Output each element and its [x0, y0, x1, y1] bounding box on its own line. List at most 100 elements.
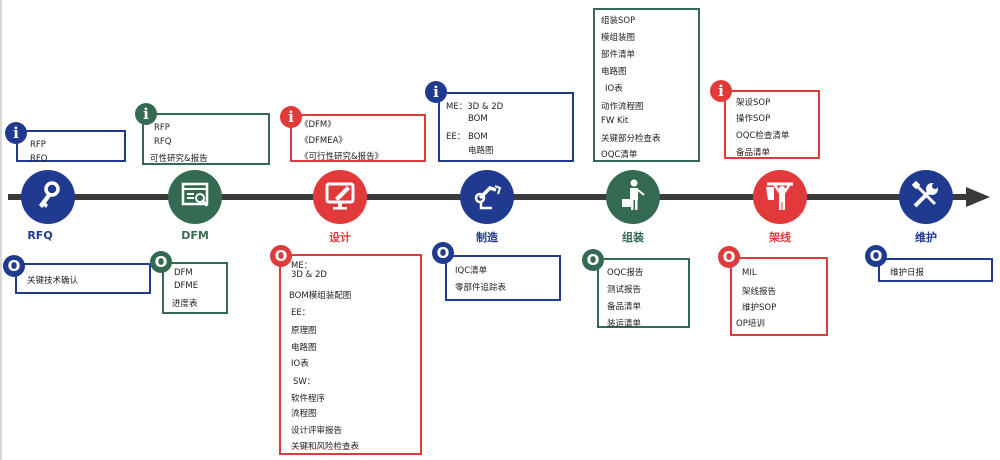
output-item: 测试报告	[607, 285, 642, 295]
install-input-box: 架设SOP 操作SOP OQC检查清单备品清单	[724, 90, 820, 159]
input-item: FW Kit	[601, 116, 629, 126]
output-item: SW：	[293, 377, 316, 387]
manufacture-input-box: ME：3D & 2D BOM EE： BOM 电路图	[438, 92, 574, 162]
worker-toolbox-icon	[616, 178, 650, 216]
stage-node-install[interactable]	[753, 170, 807, 224]
output-item: DFM	[174, 268, 193, 278]
stage-node-rfq[interactable]	[21, 170, 75, 224]
stage-label-design: 设计	[329, 231, 351, 244]
manufacture-output-box: IQC清单零部件追踪表	[445, 255, 561, 301]
input-item: 可性研究&报告	[150, 154, 208, 164]
input-item: BOM	[468, 114, 488, 124]
input-item: ME：3D & 2D	[446, 102, 504, 112]
input-item: RFQ	[154, 137, 172, 147]
stage-node-manufacture[interactable]	[460, 170, 514, 224]
output-item: EE：	[291, 308, 311, 318]
left-edge	[0, 0, 2, 460]
output-item: IO表	[291, 359, 309, 369]
output-badge-icon: O	[270, 245, 292, 267]
info-badge-icon: i	[135, 103, 157, 125]
input-item: OQC清单	[601, 150, 638, 160]
output-item: 3D & 2D	[291, 270, 327, 280]
maintain-output-box: 维护日报	[878, 258, 993, 282]
output-badge-icon: O	[150, 251, 172, 273]
output-item: 流程图	[291, 409, 317, 419]
dfm-output-box: DFM DFME 进度表	[162, 262, 228, 314]
output-item: MIL	[742, 268, 757, 278]
design-input-box: 《DFM》《DFMEA》《可行性研究&报告》	[290, 114, 426, 162]
output-item: 维护日报	[890, 268, 925, 278]
output-item: 装运清单	[607, 319, 642, 329]
input-item: 动作流程图	[601, 102, 644, 112]
input-item: 操作SOP	[736, 114, 771, 124]
stage-label-manufacture: 制造	[476, 231, 498, 244]
input-item: IO表	[605, 84, 623, 94]
output-item: OQC报告	[607, 268, 644, 278]
info-badge-icon: i	[280, 106, 302, 128]
output-item: OP培训	[736, 319, 765, 329]
output-badge-icon: O	[865, 245, 887, 267]
key-icon	[31, 178, 65, 216]
output-item: 维护SOP	[742, 303, 777, 313]
input-item: 《DFM》	[300, 120, 336, 130]
input-item: RFP	[30, 140, 46, 150]
dfm-input-box: RFP RFQ 可性研究&报告	[142, 113, 270, 165]
info-badge-icon: i	[425, 81, 447, 103]
output-item: 原理图	[291, 326, 317, 336]
input-item: 模组装图	[601, 33, 636, 43]
output-item: BOM模组装配图	[289, 291, 352, 301]
info-badge-icon: i	[710, 80, 732, 102]
output-item: DFME	[174, 281, 199, 291]
monitor-pen-icon	[323, 178, 357, 216]
wrench-screwdriver-icon	[909, 178, 943, 216]
input-item: 关键部分检查表	[601, 134, 661, 144]
browser-search-icon	[178, 178, 212, 216]
output-item: 关键技术确认	[27, 276, 79, 286]
input-item: 部件清单	[601, 50, 636, 60]
output-item: 零部件追踪表	[455, 283, 507, 293]
input-item: OQC检查清单	[736, 131, 790, 141]
design-output-box: ME：3D & 2D BOM模组装配图 EE： 原理图电路图 IO表 SW： 软件程序流程图…	[279, 254, 422, 455]
timeline-arrowhead	[966, 187, 990, 207]
assembly-input-box: 组装SOP 模组装图部件清单电路图 IO表动作流程图 FW Kit 关键部分检查表 OQC…	[593, 8, 700, 162]
input-item: 电路图	[468, 146, 494, 156]
stage-label-dfm: DFM	[181, 229, 209, 242]
input-item: RFP	[154, 123, 170, 133]
output-item: 进度表	[172, 299, 198, 309]
rfq-output-box: 关键技术确认	[15, 263, 151, 294]
output-item: ME：	[291, 261, 313, 271]
stage-node-assembly[interactable]	[606, 170, 660, 224]
output-item: 备品清单	[607, 302, 642, 312]
stage-node-maintain[interactable]	[899, 170, 953, 224]
rfq-input-box: RFP RFQ	[16, 130, 126, 164]
output-item: 架线报告	[742, 287, 777, 297]
input-item: 组装SOP	[601, 16, 636, 26]
robot-arm-icon	[470, 178, 504, 216]
output-item: 关键和风险检查表	[291, 442, 360, 452]
output-badge-icon: O	[432, 242, 454, 264]
output-item: 电路图	[291, 343, 317, 353]
output-item: 设计评审报告	[291, 426, 343, 436]
person-lifting-icon	[763, 178, 797, 216]
output-item: 软件程序	[291, 394, 326, 404]
input-item: 备品清单	[736, 148, 771, 158]
install-output-box: MIL 架线报告维护SOP OP培训	[730, 257, 828, 336]
stage-label-maintain: 维护	[915, 231, 937, 244]
stage-label-install: 架线	[769, 231, 791, 244]
output-item: IQC清单	[455, 266, 488, 276]
stage-node-design[interactable]	[313, 170, 367, 224]
assembly-output-box: OQC报告测试报告备品清单装运清单	[597, 258, 690, 329]
input-item: 电路图	[601, 67, 627, 77]
input-item: EE： BOM	[446, 132, 488, 142]
input-item: 《DFMEA》	[300, 136, 347, 146]
input-item: RFQ	[30, 154, 48, 164]
stage-label-assembly: 组装	[622, 231, 644, 244]
info-badge-icon: i	[5, 122, 27, 144]
input-item: 架设SOP	[736, 98, 771, 108]
input-item: 《可行性研究&报告》	[300, 152, 384, 162]
stage-label-rfq: RFQ	[27, 229, 53, 242]
output-badge-icon: O	[718, 246, 740, 268]
stage-node-dfm[interactable]	[168, 170, 222, 224]
output-badge-icon: O	[582, 249, 604, 271]
output-badge-icon: O	[3, 255, 25, 277]
